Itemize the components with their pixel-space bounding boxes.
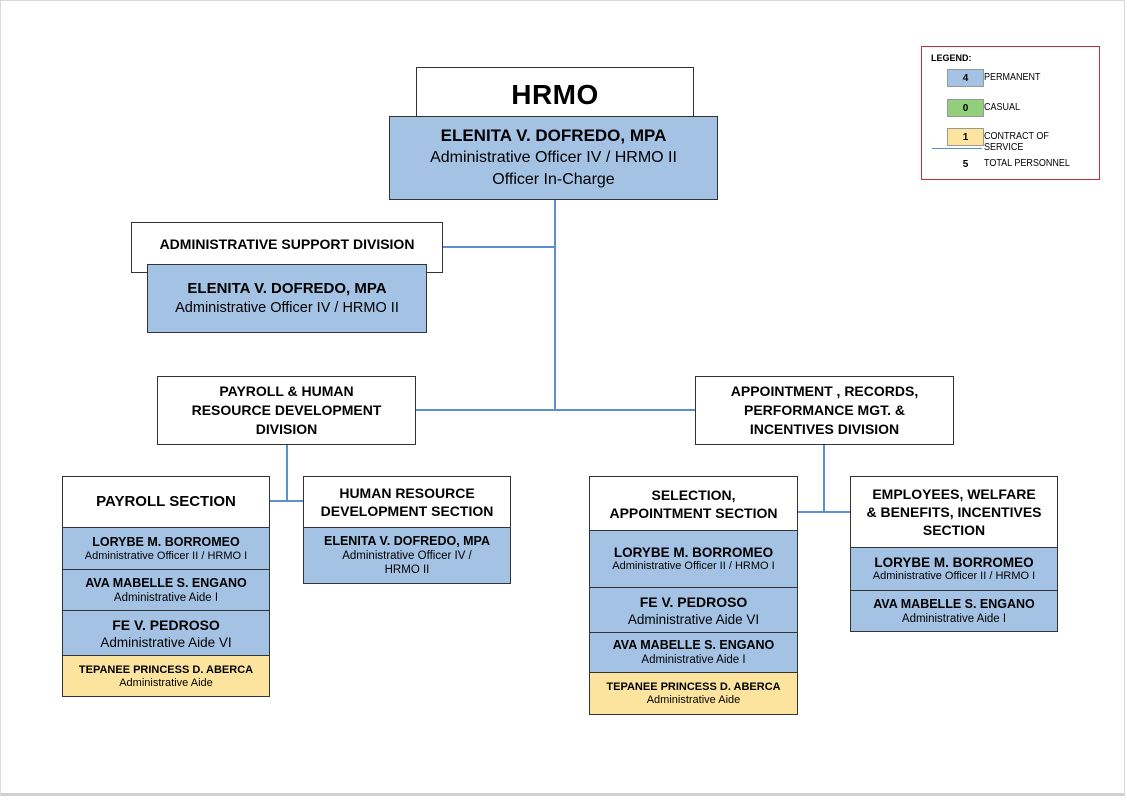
- hrmo-head-card: ELENITA V. DOFREDO, MPA Administrative O…: [389, 116, 718, 200]
- staff-name: ELENITA V. DOFREDO, MPA: [324, 534, 490, 548]
- admin-division-head-role: Administrative Officer IV / HRMO II: [175, 300, 399, 316]
- welfare-section-line2: & BENEFITS, INCENTIVES: [866, 504, 1042, 520]
- connector-appointment-sections: [798, 511, 850, 513]
- payroll-hrd-division-line1: PAYROLL & HUMAN: [219, 383, 354, 399]
- legend-item-permanent: 4 PERMANENT: [922, 69, 1099, 87]
- staff-name: FE V. PEDROSO: [639, 593, 748, 610]
- legend-item-contract: 1 CONTRACT OF SERVICE: [922, 128, 1099, 153]
- appointment-division-line3: INCENTIVES DIVISION: [749, 421, 900, 437]
- selection-section-staff-card-contract: TEPANEE PRINCESS D. ABERCA Administrativ…: [589, 672, 798, 715]
- appointment-division-box: APPOINTMENT , RECORDS, PERFORMANCE MGT. …: [695, 376, 954, 445]
- staff-name: LORYBE M. BORROMEO: [613, 545, 774, 560]
- legend-label: CONTRACT OF SERVICE: [984, 131, 1049, 153]
- staff-name: TEPANEE PRINCESS D. ABERCA: [606, 681, 781, 693]
- staff-role: Administrative Aide: [119, 676, 213, 689]
- payroll-hrd-division-line2: RESOURCE DEVELOPMENT: [191, 402, 382, 418]
- staff-role: Administrative Officer II / HRMO I: [872, 570, 1036, 582]
- hrd-section-line2: DEVELOPMENT SECTION: [320, 503, 494, 519]
- hrd-section-line1: HUMAN RESOURCE: [339, 485, 475, 501]
- legend-label: PERMANENT: [984, 72, 1041, 83]
- selection-section-title-box: SELECTION, APPOINTMENT SECTION: [589, 476, 798, 531]
- admin-division-head-card: ELENITA V. DOFREDO, MPA Administrative O…: [147, 264, 427, 333]
- staff-name: AVA MABELLE S. ENGANO: [612, 638, 775, 652]
- hrmo-title: HRMO: [511, 79, 599, 110]
- appointment-division-line2: PERFORMANCE MGT. &: [744, 402, 905, 418]
- staff-name: LORYBE M. BORROMEO: [874, 555, 1034, 570]
- legend-label: TOTAL PERSONNEL: [984, 158, 1070, 169]
- staff-name: AVA MABELLE S. ENGANO: [873, 596, 1035, 611]
- payroll-section-staff-card-contract: TEPANEE PRINCESS D. ABERCA Administrativ…: [62, 655, 270, 697]
- legend-count: 4: [962, 72, 969, 84]
- payroll-section-staff-card: AVA MABELLE S. ENGANO Administrative Aid…: [62, 569, 270, 611]
- legend-count: 5: [962, 158, 969, 170]
- welfare-section-title-box: EMPLOYEES, WELFARE & BENEFITS, INCENTIVE…: [850, 476, 1058, 548]
- legend: LEGEND: 4 PERMANENT 0 CASUAL 1 CONTRACT …: [921, 46, 1100, 180]
- staff-role: Administrative Aide I: [901, 612, 1007, 625]
- legend-count: 1: [962, 131, 969, 143]
- connector-payroll-sections: [270, 500, 303, 502]
- staff-name: FE V. PEDROSO: [112, 616, 220, 633]
- welfare-section-staff-card: LORYBE M. BORROMEO Administrative Office…: [850, 547, 1058, 591]
- appointment-division-line1: APPOINTMENT , RECORDS,: [730, 383, 919, 399]
- connector-payroll-down: [286, 444, 288, 501]
- selection-section-line2: APPOINTMENT SECTION: [609, 504, 778, 521]
- hrd-section-title-box: HUMAN RESOURCE DEVELOPMENT SECTION: [303, 476, 511, 528]
- hrmo-head-role-oic: Officer In-Charge: [492, 171, 615, 188]
- selection-section-staff-card: FE V. PEDROSO Administrative Aide VI: [589, 587, 798, 633]
- admin-division-title: ADMINISTRATIVE SUPPORT DIVISION: [159, 236, 415, 252]
- connector-admin-division: [443, 246, 555, 248]
- staff-name: LORYBE M. BORROMEO: [92, 534, 240, 549]
- legend-connector-line: [932, 148, 982, 149]
- selection-section-staff-card: LORYBE M. BORROMEO Administrative Office…: [589, 530, 798, 588]
- payroll-hrd-division-box: PAYROLL & HUMAN RESOURCE DEVELOPMENT DIV…: [157, 376, 416, 445]
- hrmo-head-name: ELENITA V. DOFREDO, MPA: [440, 126, 667, 145]
- payroll-section-staff-card: FE V. PEDROSO Administrative Aide VI: [62, 610, 270, 656]
- selection-section-line1: SELECTION,: [651, 486, 736, 503]
- legend-swatch-contract: 1: [947, 128, 984, 146]
- hrmo-title-box: HRMO: [416, 67, 694, 117]
- admin-division-head-name: ELENITA V. DOFREDO, MPA: [187, 280, 387, 297]
- staff-role: HRMO II: [384, 564, 430, 576]
- legend-count: 0: [962, 102, 969, 114]
- staff-role: Administrative Aide I: [113, 591, 219, 604]
- staff-role: Administrative Officer II / HRMO I: [612, 560, 775, 572]
- selection-section-staff-card: AVA MABELLE S. ENGANO Administrative Aid…: [589, 632, 798, 673]
- connector-main-vertical: [554, 199, 556, 411]
- payroll-section-staff-card: LORYBE M. BORROMEO Administrative Office…: [62, 527, 270, 570]
- legend-swatch-permanent: 4: [947, 69, 984, 87]
- staff-role: Administrative Aide VI: [627, 611, 760, 627]
- legend-label: CASUAL: [984, 102, 1021, 113]
- legend-item-casual: 0 CASUAL: [922, 99, 1099, 117]
- legend-total-count: 5: [947, 155, 984, 173]
- staff-role: Administrative Officer II / HRMO I: [84, 549, 248, 562]
- staff-role: Administrative Aide: [646, 694, 741, 706]
- connector-divisions-horizontal: [416, 409, 695, 411]
- staff-name: AVA MABELLE S. ENGANO: [85, 575, 247, 590]
- staff-role: Administrative Officer IV /: [342, 550, 472, 562]
- staff-name: TEPANEE PRINCESS D. ABERCA: [78, 663, 254, 676]
- hrmo-head-role: Administrative Officer IV / HRMO II: [430, 149, 677, 166]
- payroll-hrd-division-line3: DIVISION: [255, 421, 318, 437]
- welfare-section-staff-card: AVA MABELLE S. ENGANO Administrative Aid…: [850, 590, 1058, 632]
- welfare-section-line1: EMPLOYEES, WELFARE: [872, 486, 1036, 502]
- legend-swatch-casual: 0: [947, 99, 984, 117]
- welfare-section-line3: SECTION: [922, 522, 986, 538]
- payroll-section-title-box: PAYROLL SECTION: [62, 476, 270, 528]
- connector-appointment-down: [823, 444, 825, 512]
- hrd-section-staff-card: ELENITA V. DOFREDO, MPA Administrative O…: [303, 527, 511, 584]
- legend-title: LEGEND:: [931, 53, 972, 63]
- staff-role: Administrative Aide I: [641, 654, 746, 666]
- staff-role: Administrative Aide VI: [100, 634, 232, 650]
- payroll-section-title: PAYROLL SECTION: [96, 493, 236, 510]
- legend-item-total: 5 TOTAL PERSONNEL: [922, 155, 1099, 173]
